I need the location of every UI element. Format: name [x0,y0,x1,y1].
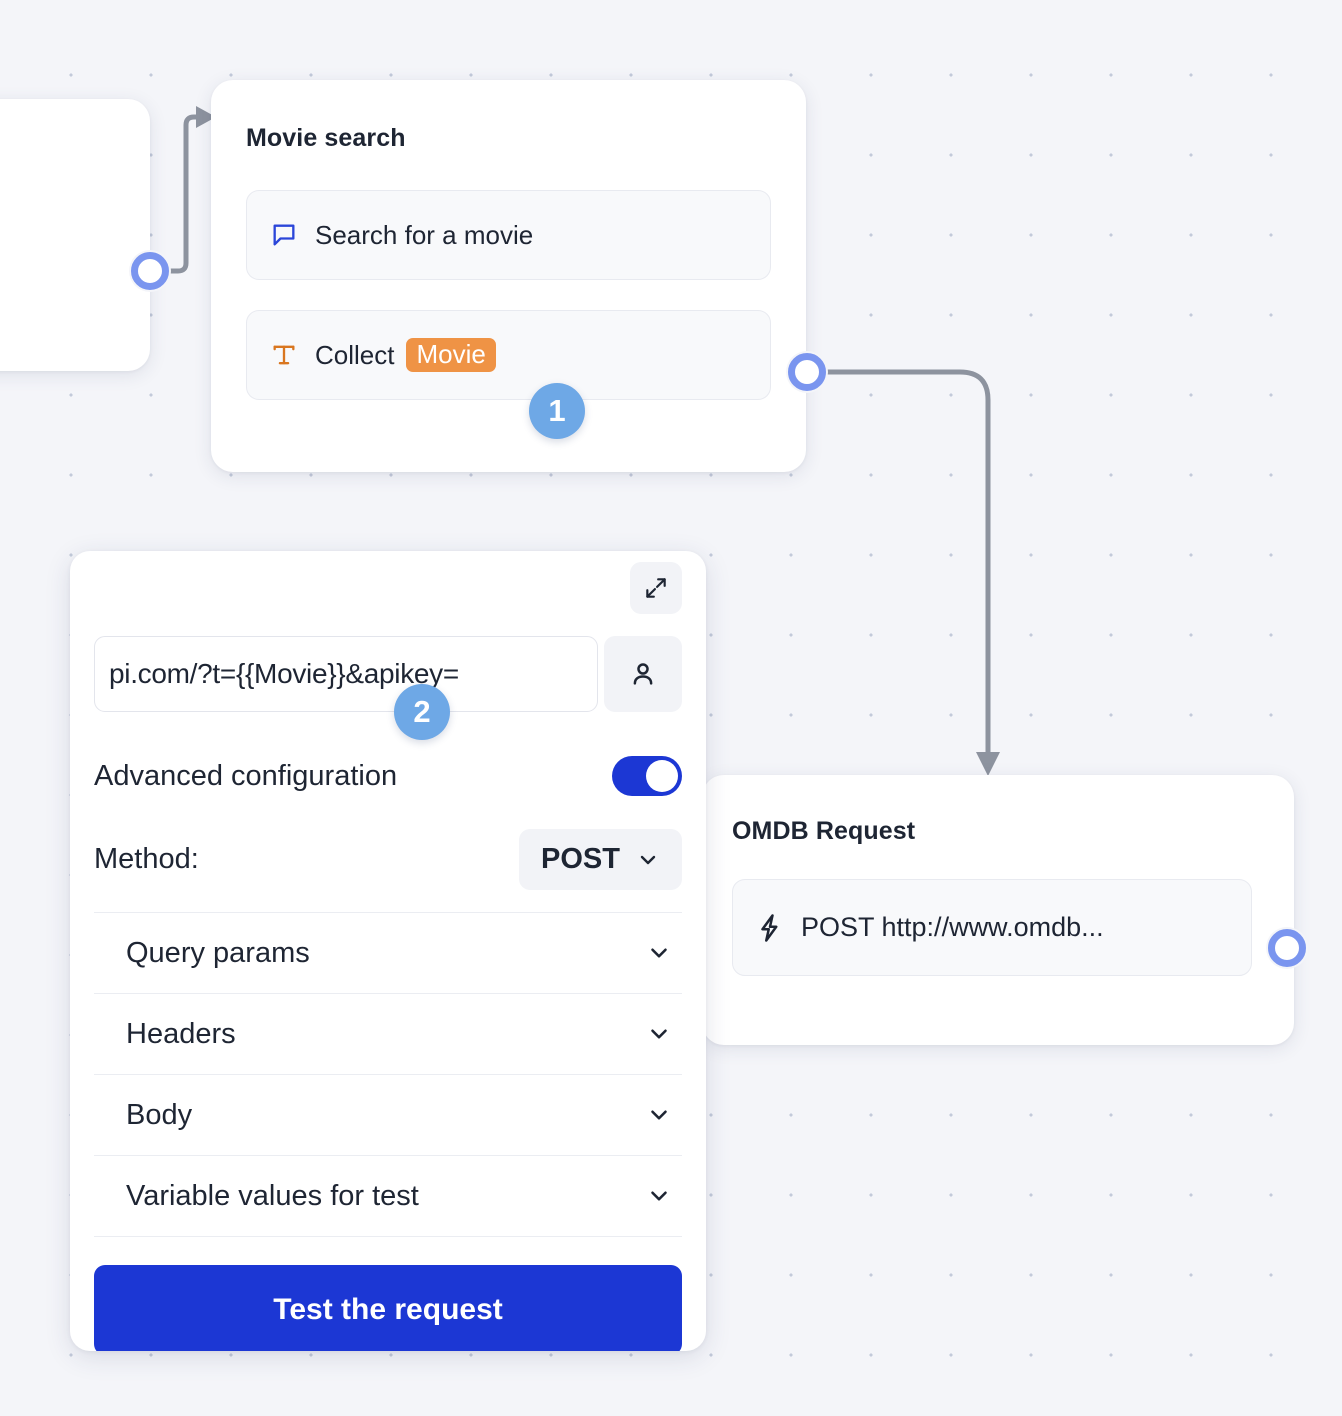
accordion-label: Variable values for test [126,1179,419,1212]
port-output-previous-node[interactable] [129,250,171,292]
step-badge-2: 2 [394,684,450,740]
advanced-configuration-row: Advanced configuration [94,756,682,796]
method-row: Method: POST [94,829,682,913]
accordion-variable-values-for-test[interactable]: Variable values for test [94,1156,682,1237]
node-title-omdb-request: OMDB Request [732,817,916,845]
node-row-label-prefix: Collect [315,339,395,370]
advanced-configuration-toggle[interactable] [612,756,682,796]
chevron-down-icon [646,1183,672,1209]
expand-diagonal-icon[interactable] [630,562,682,614]
node-row-post-request[interactable]: POST http://www.omdb... [732,879,1252,976]
chevron-down-icon [646,1021,672,1047]
port-output-omdb-request[interactable] [1266,927,1308,969]
accordion-body[interactable]: Body [94,1075,682,1156]
node-omdb-request[interactable]: OMDB Request POST http://www.omdb... [702,775,1294,1045]
chevron-down-icon [646,1102,672,1128]
text-type-icon [269,341,299,369]
node-movie-search[interactable]: Movie search Search for a movie [211,80,806,472]
accordion-label: Body [126,1098,193,1131]
node-row-collect-movie[interactable]: Collect Movie [246,310,771,400]
url-row [94,636,682,712]
lightning-bolt-icon [755,913,785,943]
method-select[interactable]: POST [519,829,682,890]
node-title-movie-search: Movie search [246,124,406,152]
request-url-input[interactable] [94,636,598,712]
step-badge-1: 1 [529,383,585,439]
chevron-down-icon [646,940,672,966]
advanced-configuration-label: Advanced configuration [94,759,398,792]
chevron-down-icon [636,848,660,872]
accordion-label: Headers [126,1017,236,1050]
node-row-label: POST http://www.omdb... [801,912,1104,942]
node-row-search-for-a-movie[interactable]: Search for a movie [246,190,771,280]
method-select-value: POST [541,843,620,875]
port-output-movie-search[interactable] [786,351,828,393]
variable-chip-movie[interactable]: Movie [406,338,496,372]
test-the-request-button[interactable]: Test the request [94,1265,682,1351]
accordion-headers[interactable]: Headers [94,994,682,1075]
chat-bubble-icon [269,221,299,249]
node-partial-previous[interactable] [0,99,150,371]
method-label: Method: [94,843,199,875]
accordion-label: Query params [126,936,310,969]
accordion-query-params[interactable]: Query params [94,913,682,994]
node-row-label: Search for a movie [315,219,534,250]
panel-request-configuration[interactable]: Advanced configuration Method: POST Quer… [70,551,706,1351]
person-icon[interactable] [604,636,682,712]
